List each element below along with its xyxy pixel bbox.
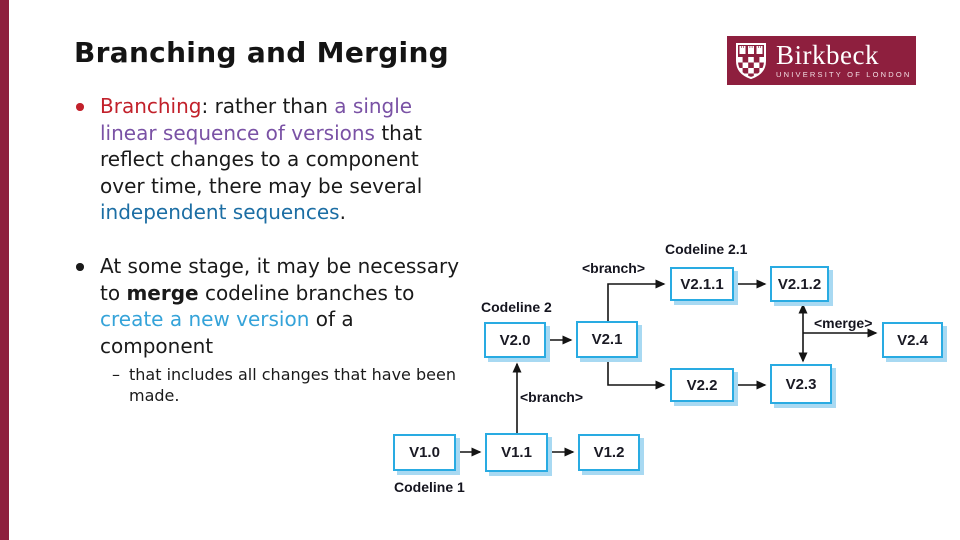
text-segment: .: [339, 200, 346, 225]
version-box-v2-3: V2.3: [770, 364, 832, 404]
text-segment: reflect changes to a component: [100, 147, 419, 172]
bullet-line: to merge codeline branches to: [100, 280, 459, 307]
bullet-line: create a new version of a: [100, 306, 459, 333]
diagram-label-codeline-1: Codeline 1: [394, 479, 465, 495]
sub-bullet-line: made.: [129, 386, 180, 405]
version-box-v2-2: V2.2: [670, 368, 734, 402]
logo-text: Birkbeck UNIVERSITY OF LONDON: [776, 39, 912, 80]
text-segment: Branching: [100, 94, 202, 118]
version-box-v1-1: V1.1: [485, 433, 548, 472]
bullet-marker: [76, 103, 84, 111]
text-segment: over time, there may be several: [100, 173, 423, 198]
text-segment: linear sequence of versions: [100, 120, 375, 145]
version-box-v2-1: V2.1: [576, 321, 638, 358]
arrow-branch-v2-1-to-v2-1-1: [607, 279, 666, 321]
birkbeck-crest-icon: [736, 42, 766, 79]
text-segment: merge: [126, 280, 199, 305]
bullet-line: reflect changes to a component: [100, 146, 422, 173]
version-box-v1-2: V1.2: [578, 434, 640, 471]
bullet-line: Branching: rather than a single: [100, 93, 422, 120]
logo-subtitle: UNIVERSITY OF LONDON: [776, 69, 912, 79]
text-segment: : rather than: [201, 94, 335, 118]
bullet-line: linear sequence of versions that: [100, 120, 422, 147]
text-segment: independent sequences: [100, 200, 340, 225]
sub-bullet-item: – that includes all changes that have be…: [112, 364, 456, 406]
text-segment: create a new version: [100, 307, 310, 332]
left-accent-bar: [0, 0, 9, 540]
bullet-line: over time, there may be several: [100, 173, 422, 200]
version-box-v1-0: V1.0: [393, 434, 456, 471]
diagram-label-codeline-2-1: Codeline 2.1: [665, 241, 748, 257]
text-segment: At some stage, it may be necessary: [100, 254, 460, 278]
sub-bullet-dash: –: [112, 365, 120, 384]
diagram-label-branch-upper: <branch>: [582, 260, 646, 276]
text-segment: component: [100, 333, 214, 358]
bullet-marker: [76, 263, 84, 271]
text-segment: that: [374, 120, 422, 145]
diagram-label-codeline-2: Codeline 2: [481, 299, 552, 315]
version-box-v2-1-1: V2.1.1: [670, 267, 734, 301]
sub-bullet-text: that includes all changes that have been…: [129, 364, 456, 406]
bullet-line: At some stage, it may be necessary: [100, 253, 459, 280]
diagram-label-merge: <merge>: [814, 315, 873, 331]
version-box-v2-4: V2.4: [882, 322, 943, 358]
page-title: Branching and Merging: [74, 36, 450, 69]
text-segment: of a: [309, 307, 354, 332]
version-box-v2-0: V2.0: [484, 322, 546, 358]
version-box-v2-1-2: V2.1.2: [770, 266, 829, 302]
bullet-line: independent sequences.: [100, 199, 422, 226]
text-segment: a single: [334, 94, 413, 118]
text-segment: to: [100, 280, 127, 305]
logo-wordmark: Birkbeck: [776, 39, 879, 70]
bullet-line: component: [100, 333, 459, 360]
arrow-branch-v2-1-to-v2-2: [607, 358, 666, 390]
text-segment: codeline branches to: [198, 280, 415, 305]
sub-bullet-line: that includes all changes that have been: [129, 365, 456, 384]
birkbeck-logo: Birkbeck UNIVERSITY OF LONDON: [727, 36, 916, 85]
diagram-label-branch-lower: <branch>: [520, 389, 584, 405]
